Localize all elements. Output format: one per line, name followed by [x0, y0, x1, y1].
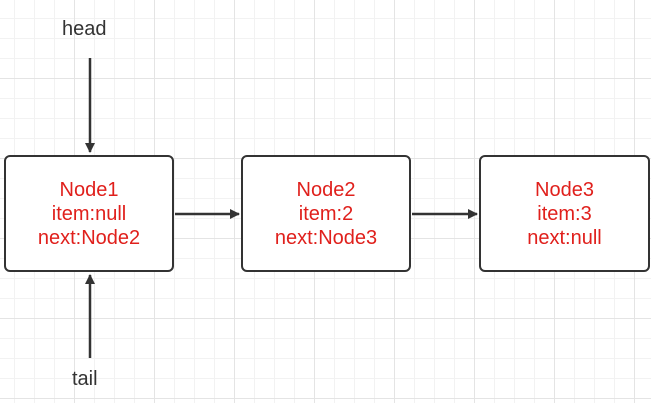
node-3-next: next:null [527, 226, 602, 249]
node-2-item: item:2 [298, 202, 354, 225]
node-1-box: Node1 item:null next:Node2 [4, 155, 174, 272]
node-2-box: Node2 item:2 next:Node3 [241, 155, 411, 272]
node-1-item: item:null [51, 202, 127, 225]
node-3-item: item:3 [537, 202, 592, 225]
node-2-next: next:Node3 [274, 226, 378, 249]
node-2-name: Node2 [296, 178, 356, 201]
node-3-box: Node3 item:3 next:null [479, 155, 650, 272]
node-1-name: Node1 [59, 178, 119, 201]
tail-label: tail [72, 368, 98, 390]
head-label: head [62, 18, 107, 40]
node-3-name: Node3 [535, 178, 594, 201]
node-1-next: next:Node2 [37, 226, 141, 249]
